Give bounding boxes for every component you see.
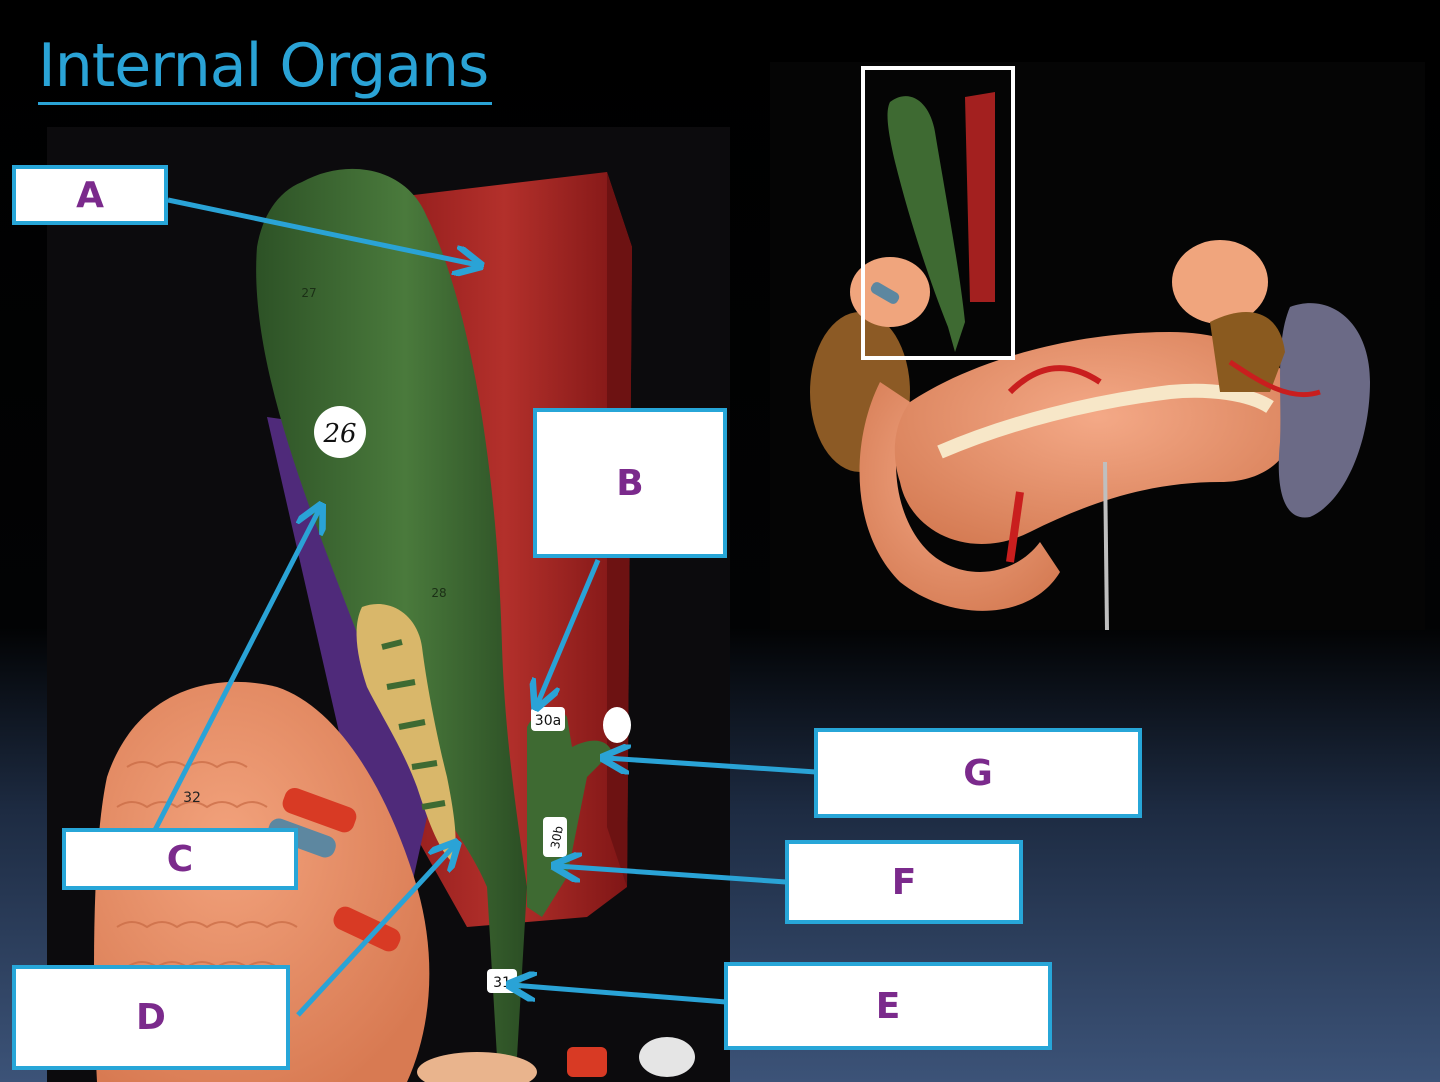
label-box-e[interactable]: E <box>724 962 1052 1050</box>
arrow-f <box>557 866 787 885</box>
label-box-g[interactable]: G <box>814 728 1142 818</box>
tag-32: 32 <box>183 790 201 806</box>
tag-27: 27 <box>301 286 316 300</box>
overview-photo <box>770 62 1425 630</box>
tag-30b: 30b <box>548 825 566 850</box>
arrow-a <box>167 197 478 265</box>
label-box-d[interactable]: D <box>12 965 290 1070</box>
arrow-d <box>296 845 455 1017</box>
arrow-e <box>512 985 727 1005</box>
arrow-c <box>152 508 320 832</box>
label-box-a[interactable]: A <box>12 165 168 225</box>
label-box-c[interactable]: C <box>62 828 298 890</box>
tag-26: 26 <box>322 419 356 449</box>
label-box-b[interactable]: B <box>533 408 727 558</box>
slide-title: Internal Organs <box>38 30 493 105</box>
label-box-f[interactable]: F <box>785 840 1023 924</box>
arrow-g <box>606 758 817 772</box>
tag-28: 28 <box>431 586 446 600</box>
arrow-b <box>537 559 601 705</box>
tag-30a: 30a <box>535 713 561 729</box>
